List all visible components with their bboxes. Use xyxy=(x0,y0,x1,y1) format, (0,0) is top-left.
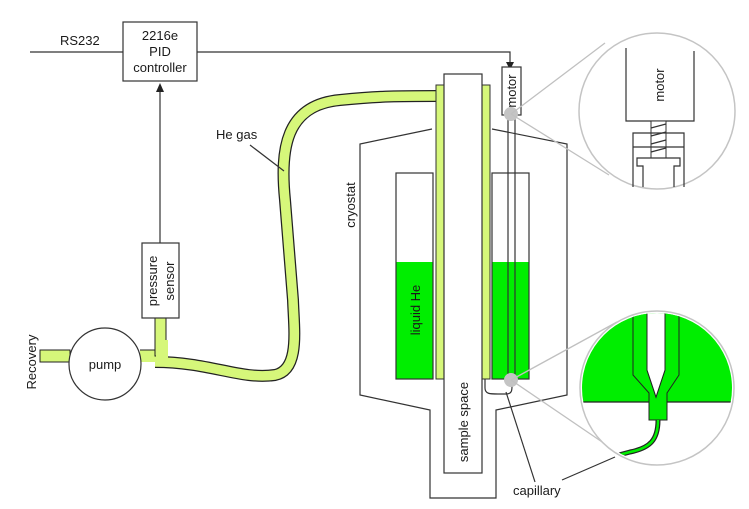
motor-label: motor xyxy=(504,74,519,108)
he-gas-leader xyxy=(249,144,285,172)
recovery-label: Recovery xyxy=(24,334,39,389)
pump-circle xyxy=(68,327,142,401)
sample-space-label: sample space xyxy=(456,382,471,462)
liquid-he-right xyxy=(492,262,529,379)
controller-label-2: PID xyxy=(149,44,171,59)
pressure-label-1: pressure xyxy=(145,256,160,307)
motor-callout-line-bottom xyxy=(510,113,610,176)
motor-signal-arrow-icon xyxy=(506,62,514,70)
he-gas-tube xyxy=(39,90,438,382)
motor-callout-line-top xyxy=(510,42,606,115)
controller-label-1: 2216e xyxy=(142,28,178,43)
capillary-callout-line-top xyxy=(510,321,618,381)
capillary-tube xyxy=(484,379,513,395)
liquid-he-label: liquid He xyxy=(408,285,423,336)
pressure-sensor-box xyxy=(141,242,180,319)
cryostat-body xyxy=(359,128,568,499)
sample-space-tube xyxy=(443,73,483,474)
motor-detail-label: motor xyxy=(652,68,667,102)
pump-label: pump xyxy=(89,357,122,372)
capillary-leader-2 xyxy=(561,456,616,481)
liquid-he-left xyxy=(396,262,433,379)
cryostat-label: cryostat xyxy=(343,182,358,228)
capillary-leader-1 xyxy=(505,391,536,483)
sensor-signal-arrow-icon xyxy=(156,83,164,92)
capillary-callout-line-bottom xyxy=(510,379,612,449)
reservoir-left xyxy=(395,172,434,380)
rs232-label: RS232 xyxy=(60,33,100,48)
pressure-label-2: sensor xyxy=(162,261,177,301)
capillary-detail-magnifier xyxy=(579,310,735,466)
motor-detail-magnifier: motor xyxy=(578,32,736,190)
he-gas-label: He gas xyxy=(216,127,258,142)
controller-label-3: controller xyxy=(133,60,187,75)
capillary-label: capillary xyxy=(513,483,561,498)
motor-signal-line xyxy=(197,51,511,66)
